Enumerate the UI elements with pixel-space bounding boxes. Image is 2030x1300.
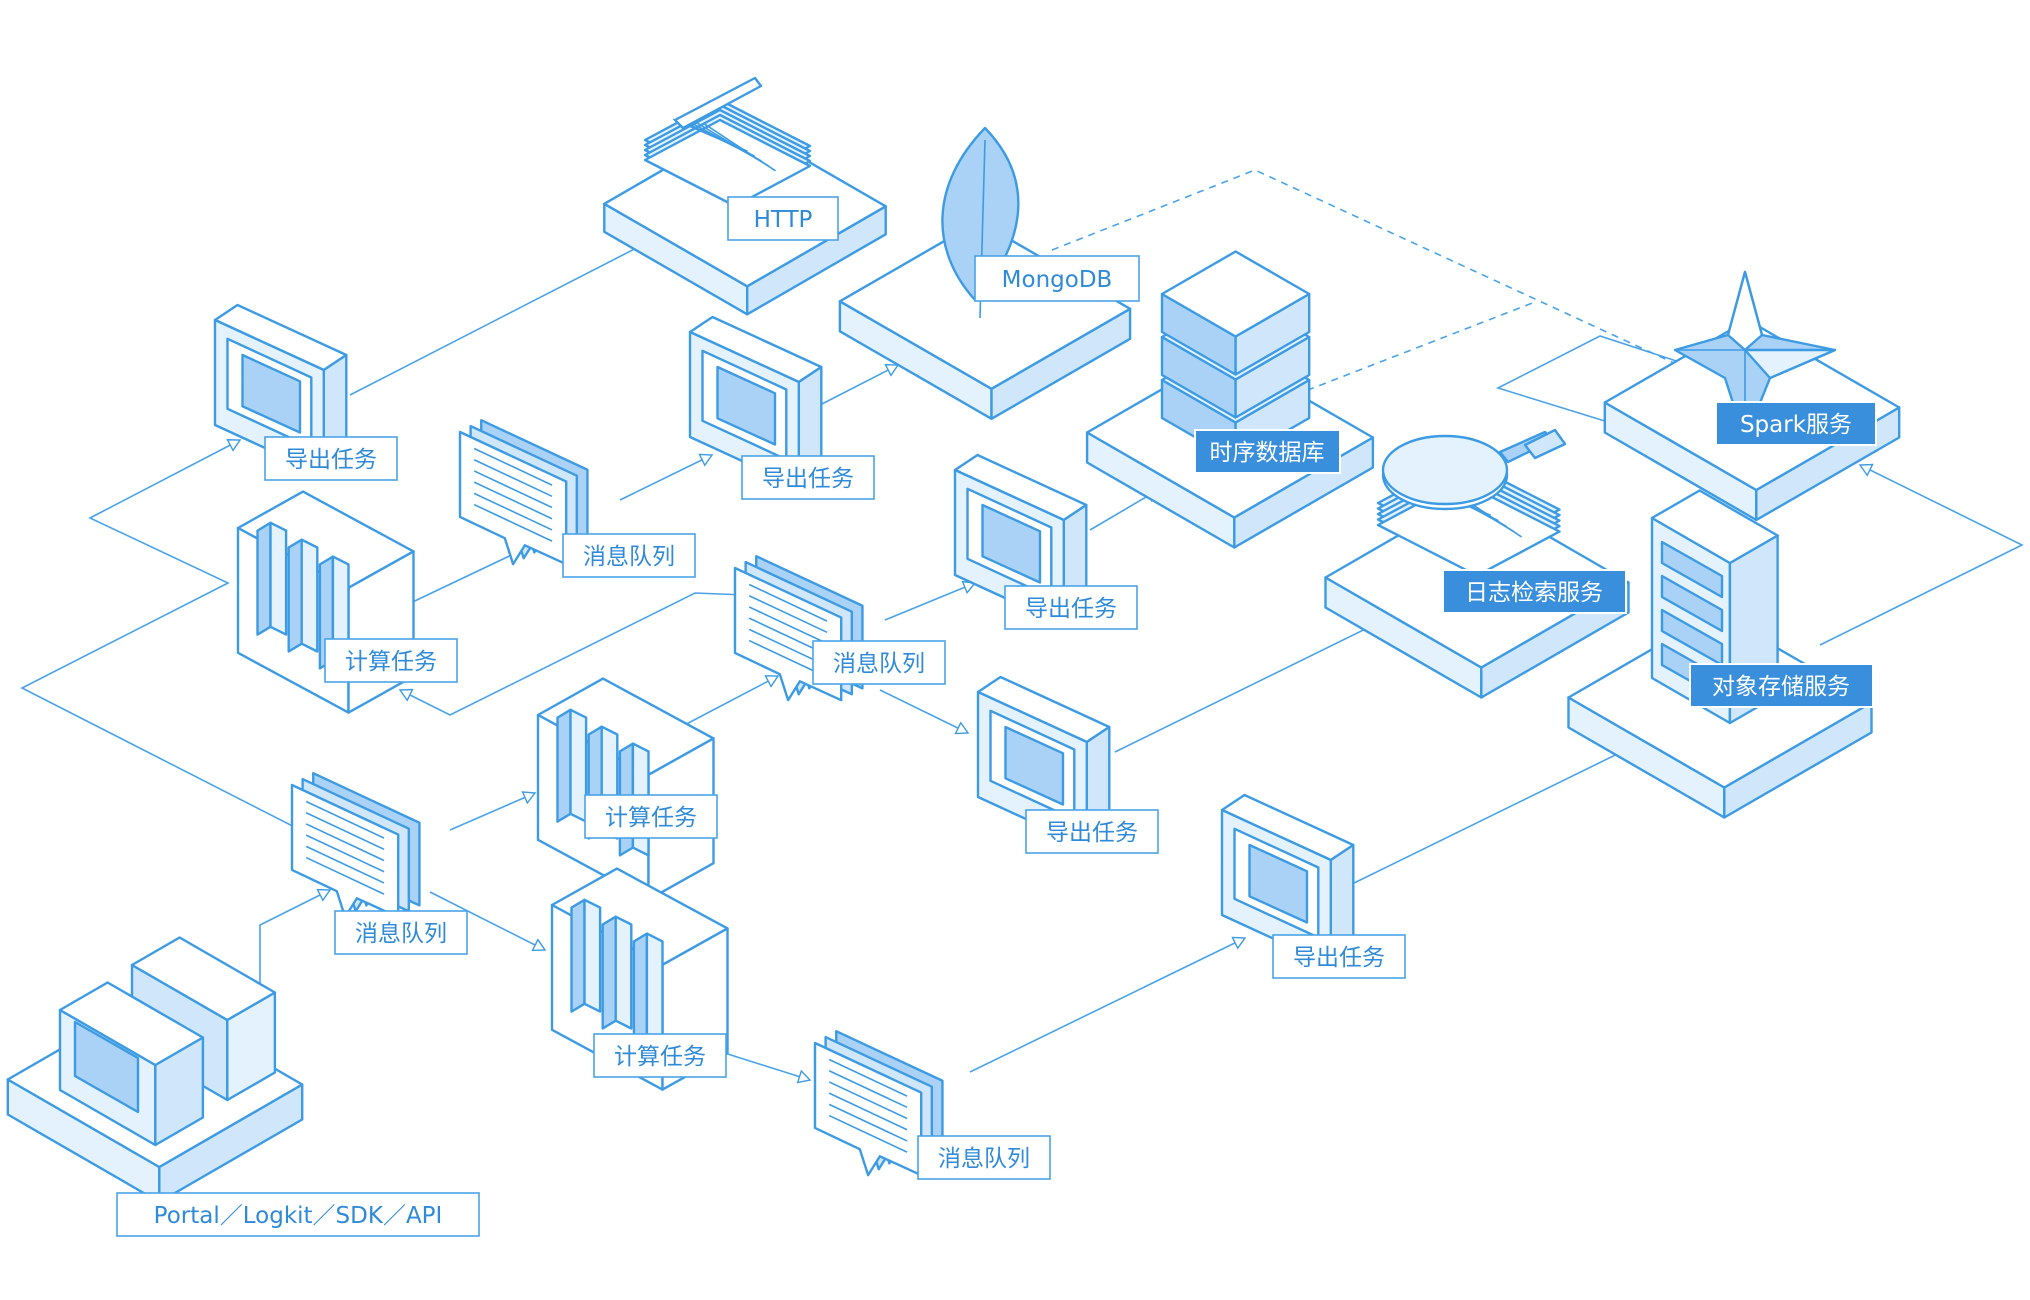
source-devices-icon (58, 936, 277, 1147)
label-http: HTTP (727, 196, 839, 241)
message-queue-icon-3 (290, 772, 421, 919)
edge-export-to-mongodb (819, 365, 898, 406)
label-export-task-5: 导出任务 (1272, 934, 1406, 979)
edge-compute-to-queue-upper (399, 550, 522, 609)
label-export-task-3: 导出任务 (1004, 585, 1138, 630)
svg-text:消息队列: 消息队列 (938, 1146, 1030, 1172)
svg-text:消息队列: 消息队列 (833, 651, 925, 677)
connectors (20, 169, 2024, 1080)
label-export-task-4: 导出任务 (1025, 809, 1159, 854)
message-queue-icon-1 (458, 419, 589, 566)
label-object-storage: 对象存储服务 (1689, 663, 1874, 708)
nodes (6, 76, 1901, 1204)
edge-queue-to-export-low (879, 689, 968, 733)
svg-text:对象存储服务: 对象存储服务 (1712, 674, 1850, 700)
edge-export-to-object-storage (1349, 738, 1650, 886)
export-task-icon-4 (976, 675, 1111, 849)
edge-spark-loop (1495, 335, 1711, 436)
compute-task-icon-1 (236, 490, 415, 714)
edge-queue-to-compute-a (449, 793, 535, 831)
label-message-queue-2: 消息队列 (812, 640, 946, 685)
label-export-task-1: 导出任务 (264, 436, 398, 481)
svg-text:消息队列: 消息队列 (355, 921, 447, 947)
svg-text:导出任务: 导出任务 (1046, 820, 1138, 846)
edge-tsdb-spark-dashed (1294, 301, 1536, 396)
label-message-queue-4: 消息队列 (917, 1135, 1051, 1180)
label-source: Portal／Logkit／SDK／API (116, 1192, 480, 1237)
svg-text:导出任务: 导出任务 (762, 466, 854, 492)
edge-compute-b-to-queue (714, 1049, 810, 1080)
svg-text:导出任务: 导出任务 (1025, 596, 1117, 622)
edge-queue-to-export (969, 938, 1245, 1073)
svg-text:时序数据库: 时序数据库 (1210, 440, 1325, 466)
svg-text:消息队列: 消息队列 (583, 544, 675, 570)
edge-object-storage-to-spark (1819, 465, 2024, 646)
svg-text:计算任务: 计算任务 (345, 649, 437, 675)
label-mongodb: MongoDB (974, 255, 1140, 302)
label-message-queue-3: 消息队列 (334, 910, 468, 955)
svg-text:导出任务: 导出任务 (285, 447, 377, 473)
edge-left-loop-to-export (20, 440, 321, 841)
label-spark: Spark服务 (1715, 401, 1877, 446)
label-message-queue-1: 消息队列 (562, 533, 696, 578)
svg-text:计算任务: 计算任务 (614, 1044, 706, 1070)
label-log-search: 日志检索服务 (1442, 569, 1627, 614)
label-compute-task-2: 计算任务 (584, 794, 718, 839)
edge-export-to-http (349, 240, 652, 396)
svg-text:HTTP: HTTP (754, 207, 813, 233)
edge-queue-to-export-mid (884, 583, 975, 621)
label-compute-task-1: 计算任务 (324, 638, 458, 683)
svg-text:日志检索服务: 日志检索服务 (1465, 580, 1603, 606)
export-task-icon-3 (953, 453, 1088, 627)
edge-queue-to-export-upper (619, 455, 712, 501)
svg-text:MongoDB: MongoDB (1002, 267, 1113, 293)
svg-text:Portal／Logkit／SDK／API: Portal／Logkit／SDK／API (154, 1203, 443, 1229)
magnifier-icon (1381, 428, 1567, 511)
svg-text:Spark服务: Spark服务 (1740, 412, 1852, 438)
compute-task-icon-2 (536, 677, 715, 901)
labels: HTTP MongoDB 时序数据库 Spark服务 日志检索服务 对象存储服务… (116, 196, 1877, 1237)
edge-queue-to-compute-b (429, 891, 545, 950)
message-queue-icon-4 (813, 1030, 944, 1177)
http-document-icon (643, 76, 812, 208)
platform-mongodb (838, 220, 1132, 420)
edge-queue-to-compute-left (400, 592, 746, 716)
svg-text:计算任务: 计算任务 (605, 805, 697, 831)
edge-mongodb-spark-dashed (1051, 169, 1701, 376)
edge-compute-a-to-queue (674, 676, 778, 731)
label-compute-task-3: 计算任务 (593, 1033, 727, 1078)
label-tsdb: 时序数据库 (1194, 429, 1341, 474)
label-export-task-2: 导出任务 (741, 455, 875, 500)
edge-export-to-log-search (1114, 612, 1400, 753)
svg-text:导出任务: 导出任务 (1293, 945, 1385, 971)
export-task-icon-2 (688, 315, 823, 489)
